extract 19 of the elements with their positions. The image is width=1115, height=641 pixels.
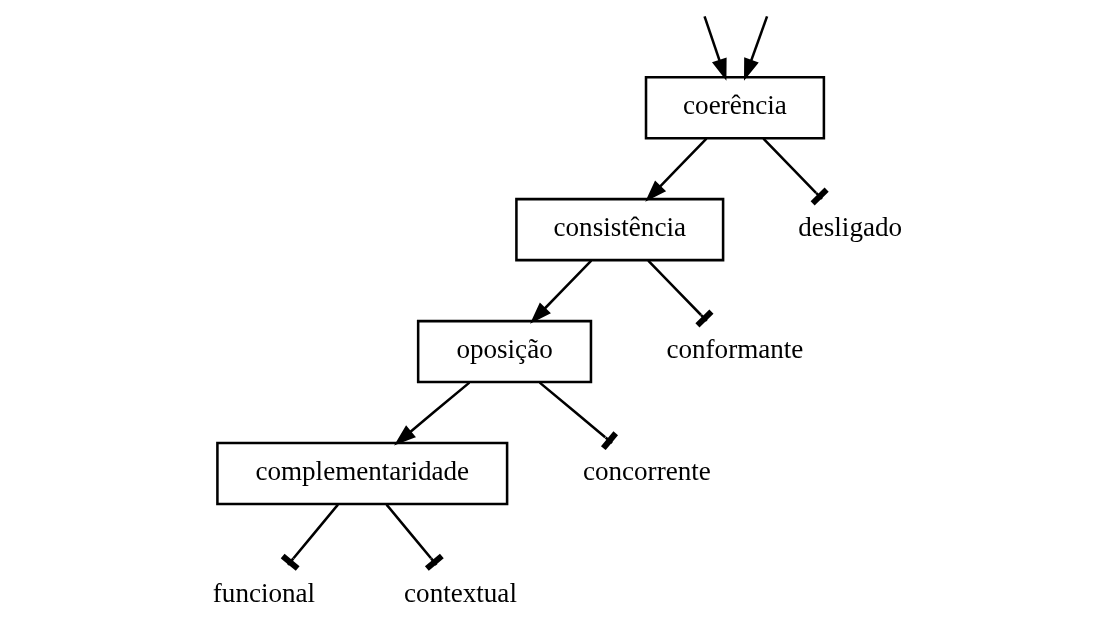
node-text: conformante [666,334,804,365]
node-box: complementaridade [216,441,509,506]
arrow [703,16,727,81]
arrow [530,259,593,324]
arrow [744,16,769,81]
node-text: funcional [212,577,316,608]
node-text: desligado [798,212,903,243]
connector [762,137,829,206]
node-box: coerência [644,75,826,140]
node-box: oposição [416,319,593,384]
node-text: contextual [404,577,517,608]
arrow [645,137,708,202]
connector [385,503,444,571]
connector [538,381,618,451]
node-text: concorrente [582,456,711,487]
connector [280,503,339,571]
node-box: consistência [515,197,725,262]
connector [647,259,714,328]
arrow [394,381,471,446]
